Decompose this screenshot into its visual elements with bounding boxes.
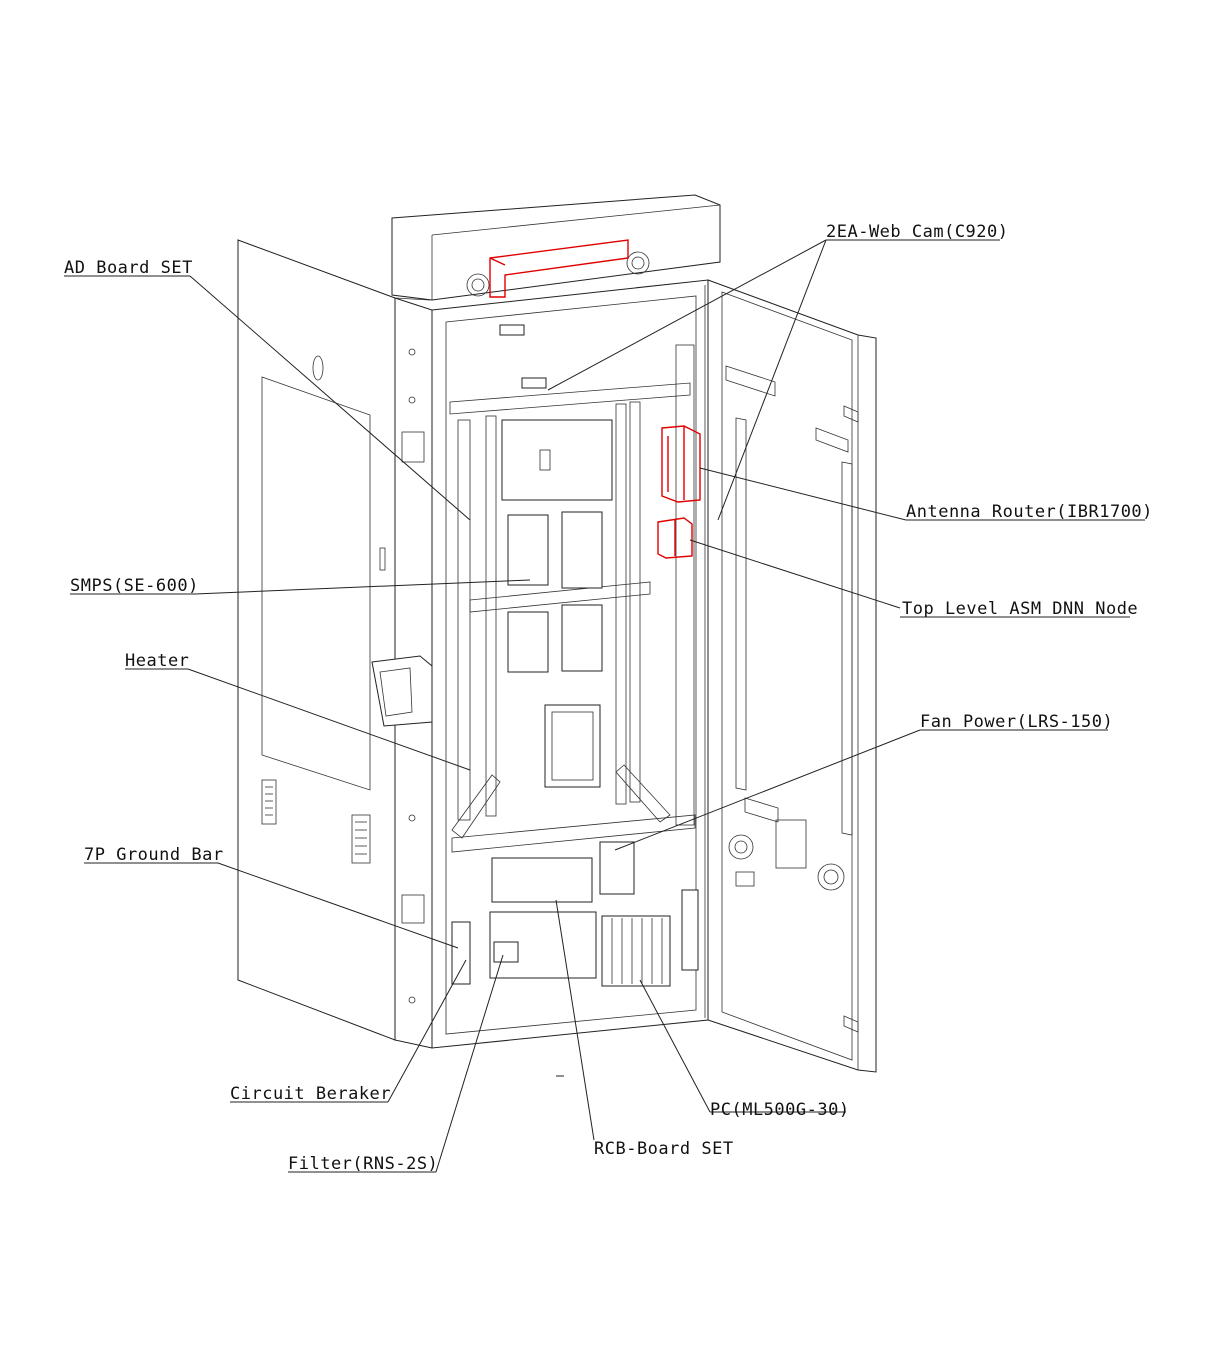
label-ground-bar: 7P Ground Bar [84, 845, 224, 865]
label-fan-power: Fan Power(LRS-150) [920, 712, 1113, 732]
label-antenna-router: Antenna Router(IBR1700) [906, 502, 1153, 522]
leader-lines [64, 239, 1145, 1173]
top-hood [391, 194, 721, 301]
main-frame [431, 279, 713, 1049]
right-door [707, 279, 877, 1073]
label-pc: PC(ML500G-30) [710, 1100, 850, 1120]
label-smps: SMPS(SE-600) [70, 576, 199, 596]
heater-intake [371, 655, 433, 727]
label-circuit-breaker: Circuit Beraker [230, 1084, 391, 1104]
label-filter: Filter(RNS-2S) [288, 1154, 438, 1174]
label-ad-board: AD Board SET [64, 258, 193, 278]
dnn-node-shape [657, 517, 693, 559]
label-top-level-node: Top Level ASM DNN Node [902, 599, 1138, 619]
antenna-router-shape [661, 425, 701, 503]
label-heater: Heater [125, 651, 189, 671]
label-web-cam: 2EA-Web Cam(C920) [826, 222, 1009, 242]
label-rcb-board: RCB-Board SET [594, 1139, 734, 1159]
